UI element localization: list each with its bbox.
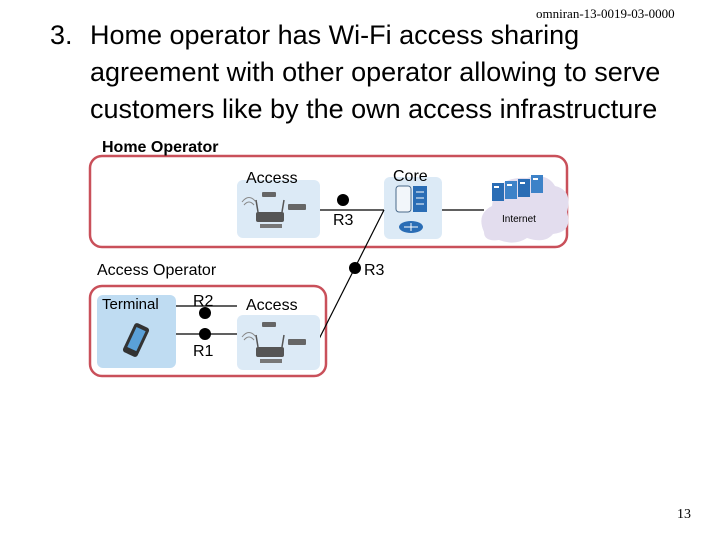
r2-label: R2 — [193, 293, 214, 310]
access-top-label: Access — [246, 170, 298, 187]
document-id: omniran-13-0019-03-0000 — [536, 6, 675, 21]
internet-label: Internet — [502, 214, 536, 225]
access-operator-boundary — [88, 284, 328, 378]
slide-title-text: Home operator has Wi-Fi access sharing a… — [90, 20, 661, 124]
page-number: 13 — [677, 507, 691, 522]
r3-top-dot — [337, 194, 349, 206]
slide-item-number: 3. — [50, 20, 73, 50]
terminal-label: Terminal — [102, 296, 159, 313]
access-operator-link — [315, 209, 385, 346]
access-point-icon — [241, 192, 306, 228]
r1-label: R1 — [193, 343, 214, 360]
server-icon — [395, 185, 427, 213]
phone-icon — [122, 323, 150, 357]
router-icon — [399, 221, 423, 233]
access-operator-label: Access Operator — [97, 262, 217, 279]
r2-dot — [199, 307, 211, 319]
access-top-box — [237, 180, 320, 238]
r3-top-label: R3 — [333, 212, 354, 229]
home-operator-label: Home Operator — [102, 139, 219, 156]
internet-servers-icon — [492, 175, 543, 201]
core-label: Core — [393, 168, 428, 185]
access-point-icon — [241, 322, 306, 363]
access-bottom-label: Access — [246, 297, 298, 314]
r1-dot — [199, 328, 211, 340]
r3-mid-dot — [349, 262, 361, 274]
r3-mid-label: R3 — [364, 262, 385, 279]
